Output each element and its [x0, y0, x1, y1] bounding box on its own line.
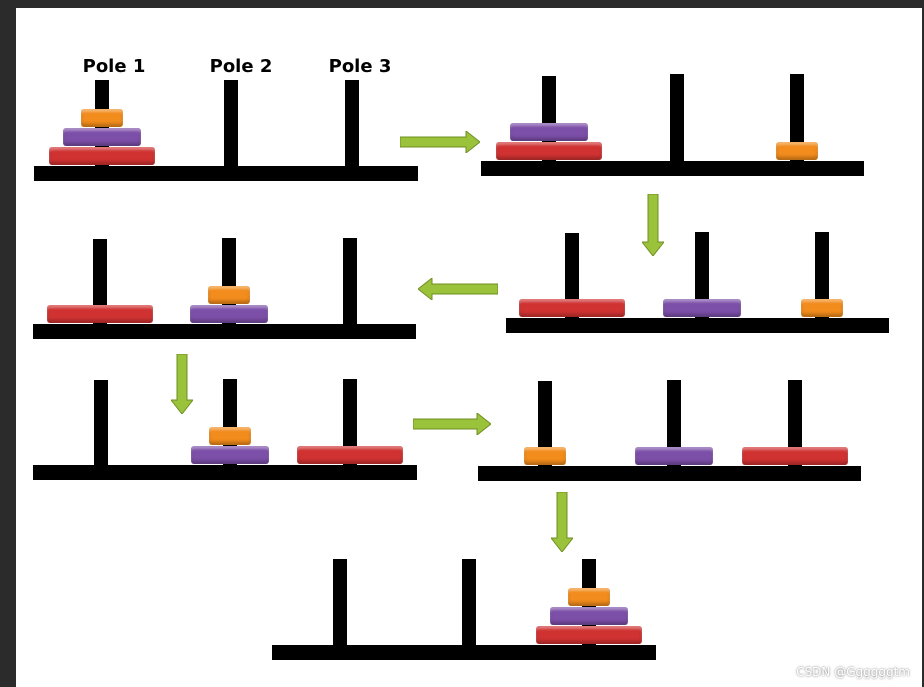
arrow-right-icon — [400, 131, 480, 153]
disk-small — [524, 447, 566, 465]
disk-large — [536, 626, 642, 644]
base-platform — [478, 466, 861, 481]
arrow-down-icon — [551, 492, 573, 552]
pole-1 — [542, 76, 556, 163]
pole-1 — [93, 239, 107, 326]
base-platform — [272, 645, 656, 660]
disk-small — [568, 588, 610, 606]
pole-1 — [565, 233, 579, 320]
pole-3 — [815, 232, 829, 320]
disk-large — [519, 299, 625, 317]
pole-3-label: Pole 3 — [328, 56, 392, 77]
pole-1-label: Pole 1 — [82, 56, 146, 77]
pole-2 — [667, 380, 681, 468]
pole-1 — [538, 381, 552, 468]
pole-2 — [695, 232, 709, 320]
pole-3 — [788, 380, 802, 468]
base-platform — [506, 318, 889, 333]
pole-3 — [343, 238, 357, 326]
disk-medium — [635, 447, 713, 465]
disk-small — [208, 286, 250, 304]
disk-small — [801, 299, 843, 317]
disk-large — [47, 305, 153, 323]
arrow-left-icon — [418, 278, 498, 300]
base-platform — [34, 166, 418, 181]
disk-large — [49, 147, 155, 165]
pole-1 — [94, 380, 108, 467]
pole-3 — [790, 74, 804, 163]
arrow-down-icon — [642, 194, 664, 256]
disk-medium — [550, 607, 628, 625]
disk-large — [297, 446, 403, 464]
disk-large — [496, 142, 602, 160]
watermark: CSDN @Ggggggtm — [796, 665, 910, 679]
disk-small — [81, 109, 123, 127]
base-platform — [481, 161, 864, 176]
pole-3 — [345, 80, 359, 168]
disk-small — [776, 142, 818, 160]
pole-2 — [223, 379, 237, 467]
pole-2 — [462, 559, 476, 647]
base-platform — [33, 324, 416, 339]
disk-medium — [191, 446, 269, 464]
disk-medium — [510, 123, 588, 141]
disk-medium — [663, 299, 741, 317]
pole-2-label: Pole 2 — [209, 56, 273, 77]
arrow-down-icon — [171, 354, 193, 414]
disk-medium — [63, 128, 141, 146]
disk-small — [209, 427, 251, 445]
pole-1 — [333, 559, 347, 647]
base-platform — [33, 465, 417, 480]
pole-2 — [224, 80, 238, 168]
disk-medium — [190, 305, 268, 323]
arrow-right-icon — [413, 413, 491, 435]
hanoi-diagram: Pole 1 Pole 2 Pole 3 — [16, 8, 922, 687]
disk-large — [742, 447, 848, 465]
pole-2 — [670, 74, 684, 163]
pole-2 — [222, 238, 236, 326]
pole-3 — [343, 379, 357, 467]
